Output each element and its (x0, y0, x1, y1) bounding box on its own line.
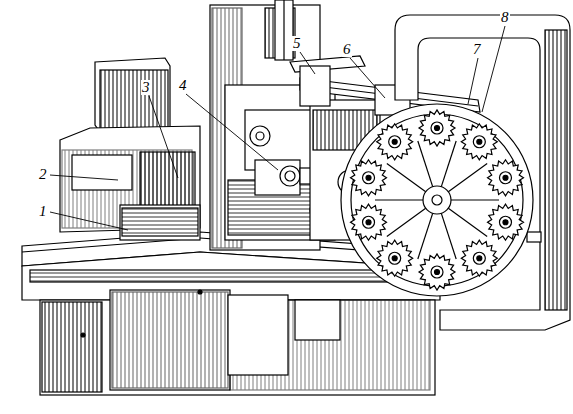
leader-line (50, 26, 505, 230)
spoke (451, 199, 499, 200)
tool-magazine (341, 104, 533, 296)
gear-cutter (488, 160, 524, 196)
callout-number: 5 (292, 36, 302, 51)
spoke (441, 141, 456, 187)
spoke (418, 141, 433, 187)
callout-number: 3 (141, 80, 151, 95)
spoke (387, 208, 426, 236)
callout-number: 8 (500, 10, 510, 25)
callout-number: 6 (342, 42, 352, 57)
callout-number: 7 (472, 42, 482, 57)
spoke (418, 213, 433, 259)
gear-cutter (488, 204, 524, 240)
gear-cutter (377, 124, 413, 160)
spoke (448, 164, 487, 192)
gear-cutter (461, 124, 497, 160)
gear-cutter (419, 110, 455, 146)
gear-cutter (351, 160, 387, 196)
gear-cutter (377, 240, 413, 276)
spoke (387, 164, 426, 192)
gear-cutter (461, 240, 497, 276)
callout-number: 1 (38, 204, 48, 219)
spoke (441, 213, 456, 259)
spoke (448, 208, 487, 236)
callout-number: 2 (38, 167, 48, 182)
gear-cutter (419, 254, 455, 290)
spoke (375, 199, 423, 200)
callout-number: 4 (178, 78, 188, 93)
gear-cutter (351, 204, 387, 240)
